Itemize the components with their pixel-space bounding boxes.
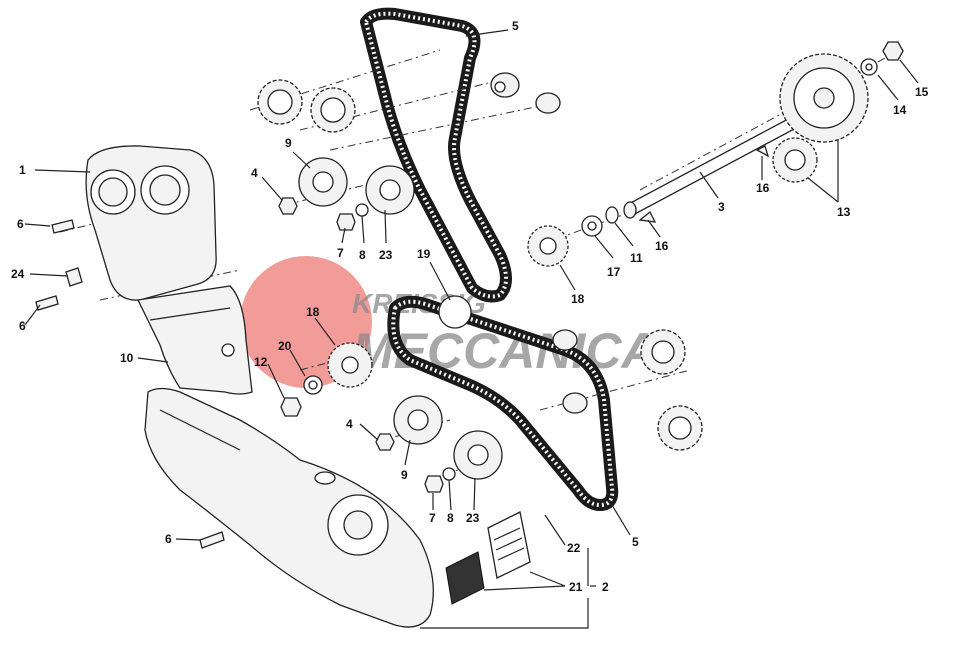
callout-13: 13 — [837, 205, 851, 219]
callout-20: 20 — [278, 339, 292, 353]
lower-cam-pulleys — [640, 329, 703, 451]
shim-parts — [445, 511, 531, 605]
callout-19: 19 — [417, 247, 431, 261]
callout-22: 22 — [567, 541, 581, 555]
callout-1: 1 — [19, 163, 26, 177]
callout-9b: 9 — [401, 468, 408, 482]
layshaft — [623, 117, 797, 219]
lower-idlers — [393, 395, 503, 480]
callout-6a: 6 — [17, 217, 24, 231]
middle-belt-cover — [137, 285, 253, 395]
callout-2: 2 — [602, 580, 609, 594]
upper-timing-belt — [360, 7, 512, 303]
callout-6b: 6 — [19, 319, 26, 333]
callout-5a: 5 — [512, 19, 519, 33]
callout-10: 10 — [120, 351, 134, 365]
callout-6c: 6 — [165, 532, 172, 546]
callout-18b: 18 — [306, 305, 320, 319]
callout-16b: 16 — [756, 181, 770, 195]
small-hardware — [35, 41, 904, 549]
callout-7b: 7 — [429, 511, 436, 525]
callout-14: 14 — [893, 103, 907, 117]
callout-8b: 8 — [447, 511, 454, 525]
callout-8a: 8 — [359, 248, 366, 262]
callout-17: 17 — [607, 265, 621, 279]
callout-16a: 16 — [655, 239, 669, 253]
callout-5b: 5 — [632, 535, 639, 549]
lower-timing-belt — [387, 295, 619, 511]
callout-9a: 9 — [285, 136, 292, 150]
leader-lines — [24, 29, 919, 629]
drive-pulleys — [327, 225, 569, 388]
callout-24: 24 — [11, 267, 25, 281]
shaft-gears — [772, 53, 869, 183]
callout-labels: 1 6 24 6 10 6 4 9 7 8 23 5 19 18 17 11 1… — [11, 19, 929, 594]
callout-4b: 4 — [346, 417, 353, 431]
lower-belt-cover — [144, 387, 434, 628]
callout-4a: 4 — [251, 166, 258, 180]
callout-15: 15 — [915, 85, 929, 99]
callout-11: 11 — [630, 251, 643, 265]
callout-23b: 23 — [466, 511, 480, 525]
callout-18a: 18 — [571, 292, 585, 306]
callout-12: 12 — [254, 355, 268, 369]
upper-idlers — [298, 157, 415, 215]
callout-7a: 7 — [337, 246, 344, 260]
camshaft-stubs — [490, 72, 588, 414]
upper-cam-pulleys — [257, 79, 356, 133]
callout-21: 21 — [569, 580, 583, 594]
callout-23a: 23 — [379, 248, 393, 262]
upper-belt-cover — [85, 145, 217, 301]
callout-3: 3 — [718, 200, 725, 214]
